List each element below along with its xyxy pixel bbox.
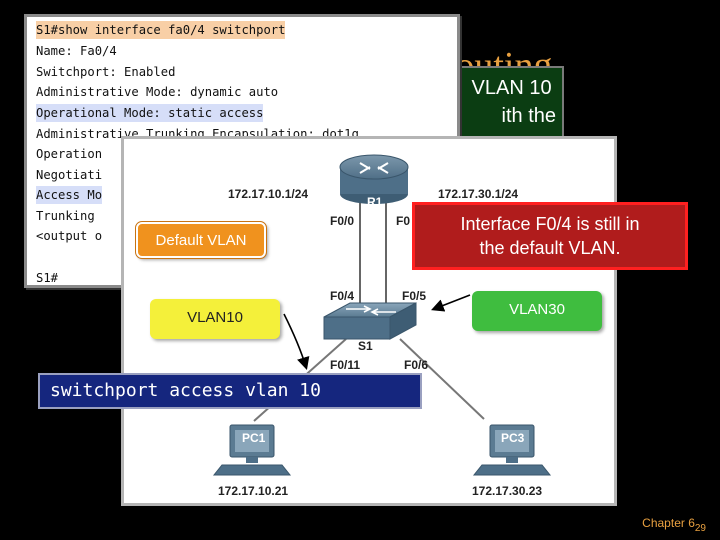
note-line-1: VLAN 10 (471, 77, 552, 99)
switch-port-f011: F0/11 (330, 358, 361, 372)
router-ip-left: 172.17.10.1/24 (228, 187, 309, 201)
pc3-icon (472, 424, 552, 476)
network-diagram: R1 172.17.10.1/24 172.17.30.1/24 F0/0 F0… (121, 136, 617, 506)
router-r1-icon (339, 154, 409, 204)
slide-footer: Chapter 629 (642, 516, 706, 534)
router-port-left: F0/0 (330, 214, 355, 228)
terminal-line: Switchport: Enabled (36, 65, 176, 79)
note-box: VLAN 10 ith the (440, 66, 564, 144)
vlan30-label: VLAN30 (472, 291, 602, 331)
terminal-line-command: S1#show interface fa0/4 switchport (36, 21, 286, 39)
command-box: switchport access vlan 10 (38, 373, 422, 409)
terminal-line: <output o (36, 229, 103, 243)
footer-page-number: 29 (694, 523, 706, 534)
pc3-name: PC3 (501, 431, 525, 445)
link-s1-pc3 (399, 338, 485, 420)
terminal-prompt: S1# (36, 271, 59, 285)
terminal-line: Negotiati (36, 168, 103, 182)
switch-port-f05: F0/5 (402, 289, 427, 303)
arrow-vlan10 (283, 313, 310, 371)
default-vlan-label: Default VLAN (135, 221, 267, 259)
arrow-vlan30 (431, 294, 471, 312)
terminal-line-access-mode: Access Mo (36, 186, 103, 204)
terminal-line: Administrative Mode: dynamic auto (36, 85, 279, 99)
router-ip-right: 172.17.30.1/24 (438, 187, 519, 201)
switch-port-f06: F0/6 (404, 358, 429, 372)
diagram-graphics (160, 154, 552, 476)
callout-line-1: Interface F0/4 is still in (460, 214, 640, 234)
terminal-line: Name: Fa0/4 (36, 44, 117, 58)
terminal-line: Operation (36, 147, 103, 161)
router-name: R1 (367, 195, 383, 209)
pc1-name: PC1 (242, 431, 266, 445)
callout-box: Interface F0/4 is still in the default V… (412, 202, 688, 270)
pc1-icon (212, 424, 292, 476)
switch-port-f04: F0/4 (330, 289, 355, 303)
terminal-line-operational-mode: Operational Mode: static access (36, 104, 264, 122)
callout-line-2: the default VLAN. (479, 238, 621, 258)
terminal-line: Trunking (36, 209, 95, 223)
footer-chapter: Chapter 6 (642, 516, 695, 530)
switch-name: S1 (358, 339, 373, 353)
switch-s1-icon (323, 302, 417, 340)
note-line-2: ith the (501, 105, 556, 127)
pc3-ip: 172.17.30.23 (472, 484, 543, 498)
router-port-right: F0 (396, 214, 411, 228)
vlan10-label: VLAN10 (150, 299, 280, 339)
pc1-ip: 172.17.10.21 (218, 484, 289, 498)
